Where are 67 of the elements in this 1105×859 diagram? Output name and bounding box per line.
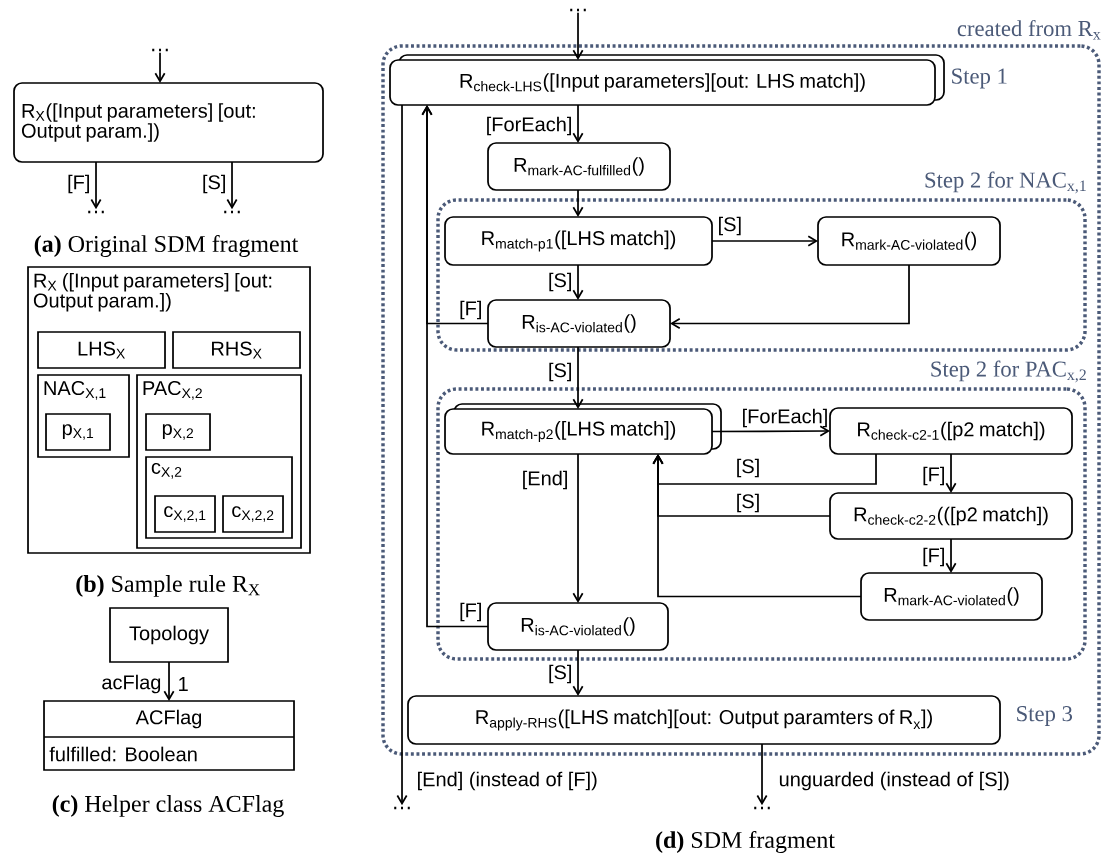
arrow (711, 425, 830, 437)
edge-label: [S] (549, 272, 571, 292)
ellipsis: … (152, 48, 168, 52)
foreach-activity-box: $\textsf{R}_{\textsf{match-p2}}\textsf{([LHS match])}$ (444, 403, 722, 455)
activity-box: $\textsf{R}_{\textsf{check-c2-1}}\textsf{([p2 match])}$ (829, 407, 1073, 455)
activity-box: $\textsf{R}_{\textsf{mark-AC-violated}}\textsf{()}$ (860, 572, 1043, 621)
arrow (670, 264, 910, 330)
edge-label: [S] (203, 174, 225, 194)
edge-label: [S] (549, 664, 571, 684)
edge-label: acFlag (102, 674, 161, 694)
edge-label: [S] (737, 458, 759, 478)
activity-box: $\textsf{R}_{\textsf{match-p1}}\textsf{([LHS match])}$ (444, 216, 713, 266)
arrow (572, 649, 584, 696)
node-label: created from R$_{x}$ (957, 19, 1101, 40)
activity-box: $\textsf{R}_{\textsf{is-AC-violated}}\textsf{()}$ (487, 602, 669, 651)
caption: (a) Original SDM fragment (34, 234, 299, 258)
ellipsis: … (88, 210, 104, 214)
activity-box: R$_{X}$([Input parameters] [out: Output param.]) (13, 82, 324, 163)
edge-label: [End] (523, 470, 567, 490)
caption: (c) Helper class ACFlag (52, 795, 284, 817)
activity-box: $\textsf{R}_{\textsf{check-c2-2}}\textsf{(([p2 match])}$ (829, 492, 1073, 540)
ellipsis: … (224, 210, 240, 214)
ellipsis: … (754, 806, 770, 810)
arrow (945, 453, 957, 493)
arrow (572, 189, 584, 217)
class-box: ACFlag fulfilled: Boolean (43, 700, 295, 771)
caption: (d) SDM fragment (656, 830, 835, 854)
arrow (421, 105, 489, 628)
arrow (396, 104, 408, 806)
arrow (756, 743, 768, 806)
activity-box: $\textsf{R}_{\textsf{is-AC-violated}}\textsf{()}$ (487, 299, 671, 348)
ellipsis: … (394, 806, 410, 810)
activity-box: $\textsf{R}_{\textsf{mark-AC-fulfilled}}\textsf{()}$ (487, 142, 671, 191)
edge-label: [S] (737, 493, 759, 513)
edge-label: [F] (460, 300, 481, 320)
edge-label: [ForEach] (743, 408, 827, 428)
edge-label: [S] (719, 216, 741, 236)
arrow (572, 346, 584, 409)
node-label: Step 1 (952, 68, 1007, 89)
arrow (945, 538, 957, 573)
foreach-activity-box: $\textsf{R}_{\textsf{check-LHS}}\textsf{([Input parameters][out: LHS match])}$ Step 1 (389, 54, 1007, 106)
arrow (154, 51, 166, 83)
node-label: Step 2 for NAC$_{x,1}$ (925, 171, 1086, 194)
activity-box: $\textsf{R}_{\textsf{apply-RHS}}\textsf{([LHS match][out: Output paramters of R}_{\textsf{x}}\textsf{])}$ Step 3 (407, 695, 1073, 745)
activity-box: $\textsf{R}_{\textsf{mark-AC-violated}}\textsf{()}$ (817, 216, 1001, 266)
edge-label: unguarded (instead of [S]) (779, 771, 1009, 791)
arrow (163, 661, 175, 701)
edge-label: [F] (460, 602, 481, 622)
arrow (711, 235, 818, 247)
caption: (b) Sample rule R$_{X}$ (76, 575, 260, 597)
node-label: Step 2 for PAC$_{x,2}$ (931, 360, 1086, 383)
edge-label: [F] (68, 174, 89, 194)
edge-label: [S] (549, 362, 571, 382)
arrow (572, 264, 584, 300)
arrow (226, 161, 238, 210)
edge-label: [F] (923, 547, 944, 567)
node-label: Step 3 (1017, 706, 1073, 726)
arrow (90, 161, 102, 210)
arrow (572, 104, 584, 143)
edge-label: [ForEach] (487, 116, 571, 136)
edge-label: [End] (instead of [F]) (418, 771, 597, 791)
ellipsis: … (570, 8, 586, 12)
multiplicity-label: 1 (179, 677, 188, 691)
edge-label: [F] (923, 466, 944, 486)
arrow (572, 11, 584, 60)
arrow (572, 453, 584, 603)
arrow (652, 454, 862, 598)
